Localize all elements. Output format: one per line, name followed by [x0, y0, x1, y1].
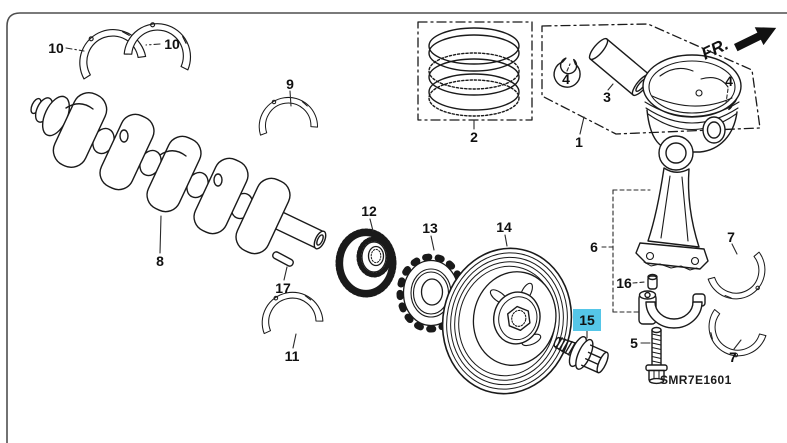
callout-6[interactable]: 6 — [590, 239, 598, 255]
ring-set-box — [417, 21, 533, 121]
callout-4-left[interactable]: 4 — [562, 71, 570, 87]
callout-13[interactable]: 13 — [422, 220, 438, 236]
piston-art[interactable] — [642, 54, 742, 153]
thrust-washer-right-art[interactable] — [123, 16, 199, 71]
crankshaft-art[interactable] — [29, 87, 328, 258]
callout-15-highlight — [573, 309, 601, 331]
callout-10-left[interactable]: 10 — [48, 40, 64, 56]
leader-lines — [65, 43, 742, 350]
callout-12[interactable]: 12 — [361, 203, 377, 219]
rod-bearing-upper-art[interactable] — [707, 251, 776, 310]
callout-7-lower[interactable]: 7 — [729, 349, 737, 365]
callout-16[interactable]: 16 — [616, 275, 632, 291]
callout-8[interactable]: 8 — [156, 253, 164, 269]
connecting-rod-art[interactable] — [635, 135, 709, 271]
callout-17[interactable]: 17 — [275, 280, 291, 296]
callout-11[interactable]: 11 — [284, 348, 300, 364]
dowel-pin-art[interactable] — [647, 273, 658, 290]
callout-7-upper[interactable]: 7 — [727, 229, 735, 245]
callout-3[interactable]: 3 — [603, 89, 611, 105]
callout-4-right[interactable]: 4 — [725, 73, 733, 89]
main-bearing-upper-art[interactable] — [254, 93, 319, 136]
timing-gear-art[interactable] — [335, 228, 397, 298]
callout-9[interactable]: 9 — [286, 76, 294, 92]
callout-2[interactable]: 2 — [470, 129, 478, 145]
frame-border — [6, 12, 787, 443]
crank-pulley-art[interactable] — [429, 236, 585, 405]
piston-ring-set-art[interactable] — [428, 27, 520, 117]
callout-1[interactable]: 1 — [575, 134, 583, 150]
callout-5[interactable]: 5 — [630, 335, 638, 351]
rod-cap-art[interactable] — [638, 290, 706, 329]
drawing-code: SMR7E1601 — [660, 373, 732, 387]
fr-direction-arrow-icon: FR. — [698, 27, 777, 64]
callout-10-right[interactable]: 10 — [164, 36, 180, 52]
thrust-washer-left-art[interactable] — [69, 19, 147, 80]
rod-bolt-art[interactable] — [645, 326, 668, 385]
pin-clip-left-art[interactable] — [549, 54, 587, 93]
pulley-bolt-art[interactable] — [549, 327, 613, 379]
crank-key-art[interactable] — [272, 251, 295, 268]
callout-15[interactable]: 15 — [579, 312, 595, 328]
callout-14[interactable]: 14 — [496, 219, 512, 235]
